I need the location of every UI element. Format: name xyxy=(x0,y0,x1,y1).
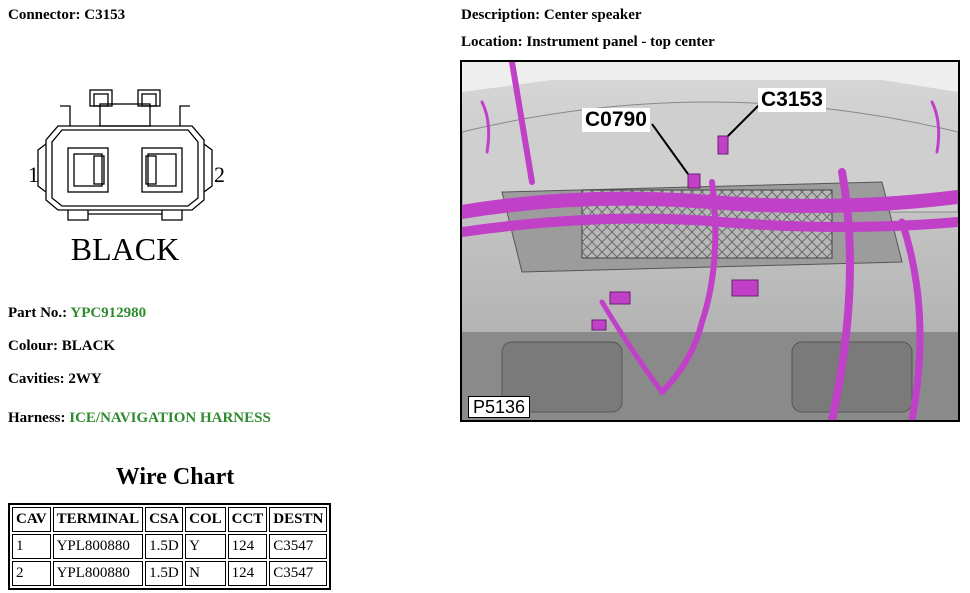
cavities-value: 2WY xyxy=(68,371,102,387)
location-label: Location: xyxy=(461,34,523,50)
harness-label: Harness: xyxy=(8,410,66,426)
pin-1-label: 1 xyxy=(28,162,39,187)
location: Location: Instrument panel - top center xyxy=(461,34,715,51)
cell-csa: 1.5D xyxy=(145,534,184,559)
colour: Colour: BLACK xyxy=(8,338,115,355)
cell-cav: 1 xyxy=(12,534,51,559)
wire-chart-header-row: CAV TERMINAL CSA COL CCT DESTN xyxy=(12,507,328,532)
cell-cav: 2 xyxy=(12,561,51,586)
part-number: Part No.: YPC912980 xyxy=(8,305,146,322)
cell-terminal: YPL800880 xyxy=(52,561,144,586)
harness-value: ICE/NAVIGATION HARNESS xyxy=(69,410,271,426)
wire-chart-title: Wire Chart xyxy=(115,464,235,490)
description-value: Center speaker xyxy=(543,7,642,23)
connector-id: Connector: C3153 xyxy=(8,7,125,24)
location-value: Instrument panel - top center xyxy=(526,34,715,50)
header-col: COL xyxy=(185,507,226,532)
callout-c0790: C0790 xyxy=(582,108,650,132)
header-destn: DESTN xyxy=(269,507,328,532)
header-csa: CSA xyxy=(145,507,184,532)
table-row: 2 YPL800880 1.5D N 124 C3547 xyxy=(12,561,328,586)
colour-label: Colour: xyxy=(8,338,58,354)
location-photo: C0790 C3153 P5136 xyxy=(460,60,960,422)
cavities: Cavities: 2WY xyxy=(8,371,102,388)
connector-label: Connector: xyxy=(8,7,81,23)
pin-2-label: 2 xyxy=(214,162,225,187)
header-cav: CAV xyxy=(12,507,51,532)
callout-c3153: C3153 xyxy=(758,88,826,112)
header-terminal: TERMINAL xyxy=(52,507,144,532)
description: Description: Center speaker xyxy=(461,7,642,24)
header-cct: CCT xyxy=(227,507,268,532)
table-row: 1 YPL800880 1.5D Y 124 C3547 xyxy=(12,534,328,559)
cell-cct: 124 xyxy=(227,534,268,559)
description-label: Description: xyxy=(461,7,541,23)
connector-colour-label: BLACK xyxy=(71,231,179,267)
cell-destn: C3547 xyxy=(269,534,328,559)
harness: Harness: ICE/NAVIGATION HARNESS xyxy=(8,410,271,427)
figure-number: P5136 xyxy=(468,396,531,418)
cell-col: N xyxy=(185,561,226,586)
cell-terminal: YPL800880 xyxy=(52,534,144,559)
cell-cct: 124 xyxy=(227,561,268,586)
instrument-panel-illustration xyxy=(462,62,958,420)
cell-destn: C3547 xyxy=(269,561,328,586)
part-number-value: YPC912980 xyxy=(70,305,147,321)
wire-chart-table: CAV TERMINAL CSA COL CCT DESTN 1 YPL8008… xyxy=(8,503,332,590)
cell-col: Y xyxy=(185,534,226,559)
colour-value: BLACK xyxy=(61,338,116,354)
cavities-label: Cavities: xyxy=(8,371,65,387)
connector-face-drawing: 1 2 BLACK xyxy=(28,89,225,267)
cell-csa: 1.5D xyxy=(145,561,184,586)
connector-value: C3153 xyxy=(84,7,126,23)
part-number-label: Part No.: xyxy=(8,305,68,321)
